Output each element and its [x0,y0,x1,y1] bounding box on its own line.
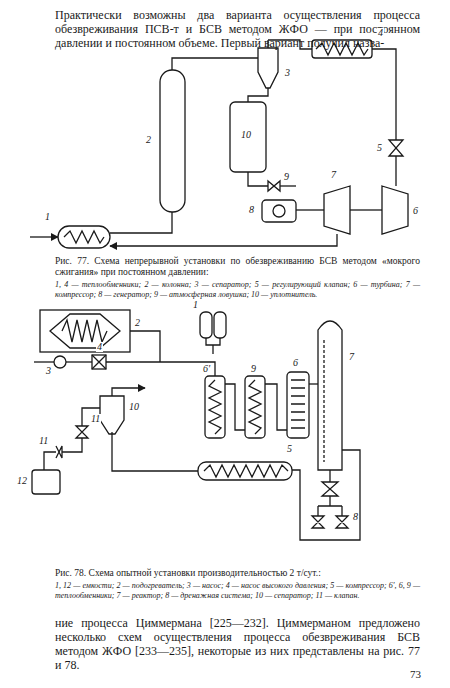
heat-exchanger [205,376,225,438]
pipe [225,384,245,430]
pipe [292,450,360,540]
callout-number: 10 [128,402,140,412]
coil [209,380,221,434]
tank [214,312,226,338]
callout-number: 2 [134,318,141,328]
pump-cross [92,355,106,369]
heater [50,314,120,348]
figure-caption: Рис. 77. Схема непрерывной установки по … [55,256,420,279]
callout-number: 4 [377,28,384,38]
callout-number: 1 [192,300,199,310]
callout-number: 9 [250,364,257,374]
thickener-vessel [230,102,266,172]
pipe [110,234,337,246]
separator [258,48,278,88]
heat-exchanger [245,376,265,438]
pipe [329,470,330,482]
page-number: 73 [410,668,421,681]
pipe [112,432,198,471]
pipe [106,362,215,376]
callout-number: 4 [96,342,103,352]
callout-number: 11 [90,414,101,424]
separator [100,396,124,434]
shaft [296,209,324,210]
pipe [372,49,396,140]
reactor-insert [323,340,324,462]
pipe [44,452,56,470]
tank [200,312,212,338]
figure-78 [32,310,360,540]
caption-legend: 1, 4 — теплообменники; 2 — колонна; 3 — … [55,280,420,299]
figure-77 [30,40,408,248]
coil [62,320,107,342]
gas-outlet [112,388,145,396]
pipe [265,384,287,430]
body-paragraph: ние процесса Циммермана [225—232]. Цимме… [55,616,420,672]
pipe [172,58,258,70]
coil [204,465,288,477]
pump [54,356,66,368]
callout-number: 3 [284,68,291,78]
shaft [350,209,382,210]
pipe [395,156,396,186]
pipe [206,338,220,345]
callout-number: 6' [202,364,211,374]
pipe [66,361,92,362]
callout-number: 5 [376,143,383,153]
callout-number: 11 [38,436,49,446]
callout-number: 8 [248,205,255,215]
body-paragraph: Практически возможны два варианта осущес… [55,8,420,50]
callout-number: 2 [145,135,152,145]
callout-number: 7 [330,170,337,180]
control-valve [389,140,403,156]
callout-number: 7 [348,352,355,362]
reactor [318,321,342,470]
callout-number: 8 [352,512,359,522]
drain-valve [312,516,348,528]
valve [56,446,62,458]
atmospheric-trap [268,181,280,191]
pipe [62,438,82,452]
callout-number: 6 [412,206,419,216]
compressor [324,186,350,234]
coil [64,231,104,243]
heat-exchanger [58,226,110,248]
pipe [280,185,296,186]
callout-number: 9 [283,172,290,182]
tank [32,470,60,494]
pipe [248,88,268,102]
callout-number: 5 [286,444,293,454]
pipe [130,331,160,362]
drain-valve [322,482,338,496]
coil [249,380,261,434]
pipe [248,172,268,186]
high-pressure-pump [92,355,106,369]
caption-legend: 1, 12 — емкости; 2 — подогреватель; 3 — … [55,581,420,600]
feed-line [30,236,58,237]
pipe [309,383,318,384]
callout-number: 10 [240,130,252,140]
pipe [110,212,172,233]
figure-caption: Рис. 78. Схема опытной установки произво… [55,568,420,579]
callout-number: 6 [292,358,299,368]
heat-exchanger [198,462,292,480]
generator [262,200,296,222]
pipe [34,361,54,362]
drain-pipe [318,496,342,516]
heater-frame [40,310,130,352]
tube-bundle [291,380,305,428]
valve [76,426,88,438]
turbine [382,186,408,234]
heat-exchanger [287,372,309,438]
pipe [212,345,213,354]
generator-rotor [273,205,285,217]
callout-number: 1 [44,212,51,222]
callout-number: 12 [16,476,28,486]
column [160,70,185,212]
callout-number: 3 [45,366,52,376]
